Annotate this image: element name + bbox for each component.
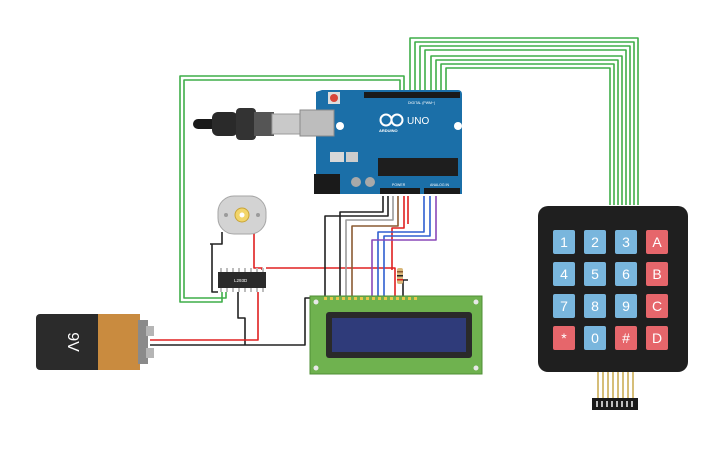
power-wires [150, 196, 409, 341]
keypad-4x4[interactable]: 1 2 3 A 4 5 6 B 7 8 9 C * 0 # D [538, 206, 688, 410]
keypad-key-4[interactable]: 4 [553, 262, 575, 286]
keypad-key-6[interactable]: 6 [615, 262, 637, 286]
keypad-key-D[interactable]: D [646, 326, 668, 350]
lcd-wire-brown [351, 196, 399, 296]
dc-power-jack [314, 174, 340, 194]
keypad-key-label: C [652, 298, 662, 314]
arduino-brand: ARDUINO [379, 128, 398, 133]
usb-port [299, 109, 335, 137]
keypad-key-label: 8 [591, 298, 599, 314]
lcd-data-wires-blue [377, 196, 431, 296]
keypad-key-label: 1 [560, 234, 568, 250]
keypad-ribbon [592, 372, 638, 410]
keypad-key-8[interactable]: 8 [584, 294, 606, 318]
keypad-key-label: * [561, 330, 567, 346]
motor-driver-control-wires [179, 75, 405, 303]
analog-label: ANALOG IN [430, 183, 450, 187]
keypad-key-label: 0 [591, 330, 599, 346]
analog-header [424, 188, 460, 194]
arduino-logo: UNO ARDUINO [379, 113, 429, 133]
keypad-key-5[interactable]: 5 [584, 262, 606, 286]
keypad-key-label: 9 [622, 298, 630, 314]
lcd-wire-purple [371, 196, 437, 296]
keypad-key-B[interactable]: B [646, 262, 668, 286]
digital-header [364, 92, 460, 98]
keypad-wires [409, 37, 639, 205]
l293d-motor-driver[interactable]: L293D [218, 268, 266, 292]
keypad-key-1[interactable]: 1 [553, 230, 575, 254]
keypad-key-label: 3 [622, 234, 630, 250]
keypad-key-label: A [652, 234, 662, 250]
keypad-key-0[interactable]: 0 [584, 326, 606, 350]
wires [150, 37, 639, 346]
keypad-key-star[interactable]: * [553, 326, 575, 350]
battery-label: 9V [64, 332, 81, 352]
keypad-key-3[interactable]: 3 [615, 230, 637, 254]
keypad-key-2[interactable]: 2 [584, 230, 606, 254]
driver-label: L293D [234, 278, 248, 283]
keypad-key-7[interactable]: 7 [553, 294, 575, 318]
atmega-chip [378, 158, 458, 176]
keypad-key-label: B [652, 266, 661, 282]
lcd-wire-grey [345, 196, 394, 296]
uno-label: UNO [407, 116, 429, 127]
keypad-key-label: # [622, 330, 630, 346]
keypad-key-9[interactable]: 9 [615, 294, 637, 318]
usb-cable [193, 108, 303, 140]
keypad-key-A[interactable]: A [646, 230, 668, 254]
keypad-key-label: 5 [591, 266, 599, 282]
arduino-uno[interactable]: DIGITAL (PWM~) UNO ARDUINO POWER ANALOG … [299, 90, 462, 194]
9v-battery[interactable]: 9V [36, 314, 154, 370]
keypad-key-label: D [652, 330, 662, 346]
lcd-16x2[interactable] [309, 295, 483, 375]
power-header [380, 188, 420, 194]
keypad-key-C[interactable]: C [646, 294, 668, 318]
power-label: POWER [392, 183, 406, 187]
keypad-key-label: 2 [591, 234, 599, 250]
resistor[interactable] [397, 268, 403, 284]
keypad-key-hash[interactable]: # [615, 326, 637, 350]
digital-label: DIGITAL (PWM~) [408, 101, 435, 105]
keypad-key-label: 6 [622, 266, 630, 282]
keypad-key-label: 4 [560, 266, 568, 282]
keypad-keys: 1 2 3 A 4 5 6 B 7 8 9 C * 0 # D [553, 230, 668, 350]
keypad-key-label: 7 [560, 298, 568, 314]
dc-motor[interactable] [217, 195, 267, 235]
lcd-screen [332, 318, 466, 352]
